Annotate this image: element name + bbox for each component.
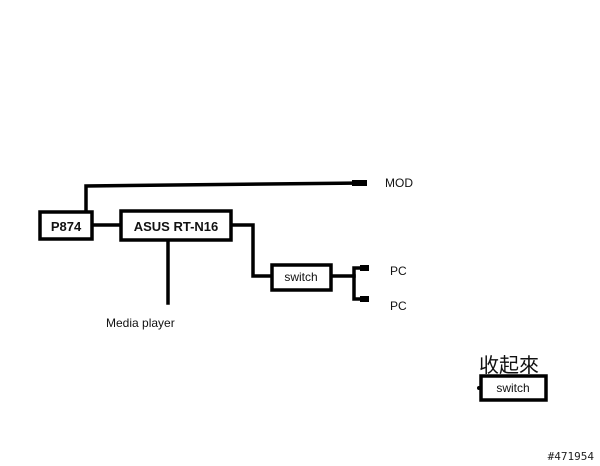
- watermark-label: #471954: [548, 450, 595, 463]
- mod-endcap: [352, 180, 367, 186]
- switch-box: [270, 263, 333, 292]
- pc-top-label: PC: [390, 264, 407, 278]
- pc-top-endcap: [360, 265, 369, 271]
- line-p874-mod: [84, 181, 365, 214]
- pc-bottom-label: PC: [390, 299, 407, 313]
- switch-label: switch: [284, 270, 317, 284]
- side-note-dot: [477, 386, 481, 390]
- p874-box: [38, 210, 94, 241]
- line-branch-pcs: [352, 266, 364, 301]
- p874-label: P874: [51, 219, 82, 234]
- side-switch-label: switch: [496, 381, 529, 395]
- router-label: ASUS RT-N16: [134, 219, 219, 234]
- router-box: [119, 209, 233, 242]
- media-player-label: Media player: [106, 316, 175, 330]
- pc-bottom-endcap: [360, 296, 369, 302]
- line-router-switch: [229, 223, 274, 278]
- mod-label: MOD: [385, 176, 413, 190]
- side-note-title: 收起來: [479, 353, 539, 377]
- connection-lines: [84, 181, 365, 305]
- side-switch-box: [479, 374, 548, 402]
